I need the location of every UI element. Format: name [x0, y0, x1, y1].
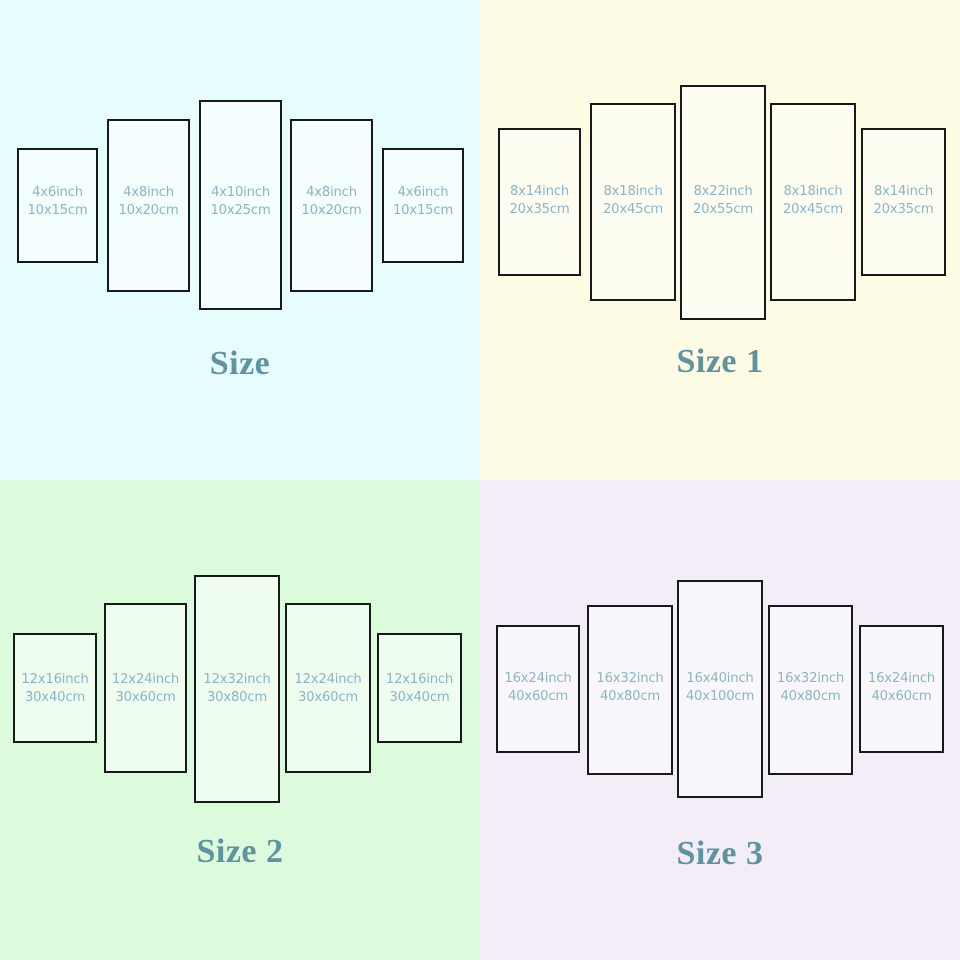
size-panel-2 [590, 103, 676, 301]
size-panel-4 [290, 119, 373, 292]
size-panel-3 [199, 100, 282, 310]
size-panel-3 [194, 575, 280, 803]
size-panel-5 [382, 148, 464, 263]
size-panel-4 [768, 605, 853, 775]
size-panel-2 [587, 605, 673, 775]
size-panel-1 [496, 625, 580, 753]
size-panel-4 [285, 603, 371, 773]
size-panel-1 [13, 633, 97, 743]
size-panel-2 [107, 119, 190, 292]
size-panel-5 [861, 128, 946, 276]
size-title-size-2: Size 2 [196, 833, 284, 870]
size-title-size-3: Size 3 [676, 835, 764, 872]
size-title-size: Size [209, 345, 271, 382]
size-panel-5 [859, 625, 944, 753]
size-panel-1 [17, 148, 98, 263]
size-title-size-1: Size 1 [676, 343, 764, 380]
size-panel-5 [377, 633, 462, 743]
size-panel-1 [498, 128, 581, 276]
size-panel-2 [104, 603, 187, 773]
size-panel-3 [680, 85, 766, 320]
size-panel-4 [770, 103, 856, 301]
size-panel-3 [677, 580, 763, 798]
